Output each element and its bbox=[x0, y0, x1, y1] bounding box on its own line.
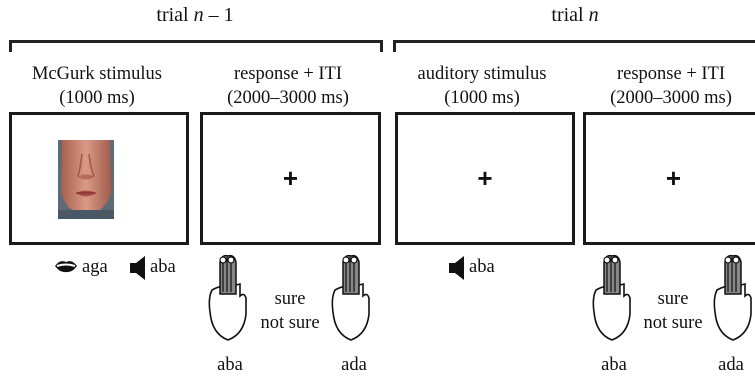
confidence-sure: sure bbox=[657, 289, 689, 309]
speaker-icon bbox=[449, 256, 464, 280]
screen-response-2: + bbox=[583, 112, 755, 245]
phase-response-2-title: response + ITI(2000–3000 ms) bbox=[610, 64, 732, 108]
fixation-cross: + bbox=[282, 163, 299, 193]
screen-response-1: + bbox=[200, 112, 381, 245]
confidence-sure: sure bbox=[274, 289, 306, 309]
confidence-not-sure: not sure bbox=[260, 313, 320, 333]
speaker-icon bbox=[130, 256, 145, 280]
hand-icon bbox=[331, 254, 370, 341]
hand-icon bbox=[713, 254, 752, 341]
phase-mcgurk-title: McGurk stimulus(1000 ms) bbox=[31, 64, 162, 108]
screen-mcgurk-stimulus bbox=[9, 112, 189, 245]
left-hand-response: aba bbox=[217, 355, 243, 375]
phase-auditory-title: auditory stimulus(1000 ms) bbox=[417, 64, 547, 108]
confidence-not-sure: not sure bbox=[643, 313, 703, 333]
trial-n-label: trial n bbox=[551, 4, 599, 26]
left-hand-response: aba bbox=[601, 355, 627, 375]
trial-n-bracket bbox=[393, 40, 755, 52]
right-hand-response: ada bbox=[718, 355, 744, 375]
fixation-cross: + bbox=[665, 163, 682, 193]
face-image bbox=[58, 140, 114, 219]
visual-syllable: aga bbox=[82, 257, 108, 277]
audio-syllable: aba bbox=[469, 257, 495, 277]
trial-n-minus-1-label: trial n – 1 bbox=[156, 4, 234, 26]
lips-icon bbox=[55, 261, 77, 273]
fixation-cross: + bbox=[477, 163, 493, 193]
hand-icon bbox=[592, 254, 631, 341]
hand-icon bbox=[208, 254, 247, 341]
audio-syllable: aba bbox=[150, 257, 176, 277]
trial-n-minus-1-bracket bbox=[9, 40, 383, 52]
screen-auditory-stimulus: + bbox=[395, 112, 575, 245]
phase-response-1-title: response + ITI(2000–3000 ms) bbox=[227, 64, 349, 108]
right-hand-response: ada bbox=[341, 355, 367, 375]
